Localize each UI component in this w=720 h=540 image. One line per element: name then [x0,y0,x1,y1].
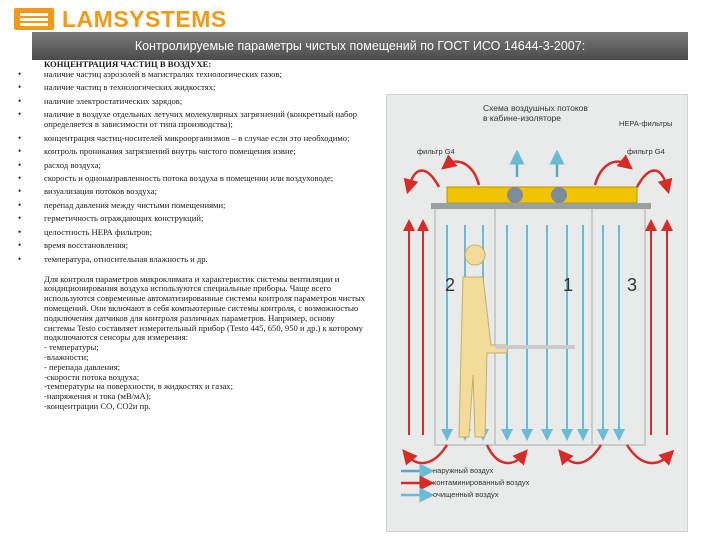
list-item: •визуализация потоков воздуха; [18,186,157,197]
list-item: •наличие частиц в технологических жидкос… [18,82,216,93]
airflow-diagram-graphic [401,149,675,503]
paragraph-line: -скорости потока воздуха; [44,371,140,382]
airflow-diagram: Схема воздушных потоков в кабине-изолято… [386,94,688,532]
list-item: •контроль проникания загрязнений внутрь … [18,146,296,157]
parameters-heading: КОНЦЕНТРАЦИЯ ЧАСТИЦ В ВОЗДУХЕ: [44,59,212,69]
list-item: •целостность НЕРА фильтров; [18,226,152,237]
brand-name: LAMSYSTEMS [62,5,227,32]
legend-outside-air: наружный воздух [433,466,494,475]
monitoring-paragraph: Для контроля параметров микроклимата и х… [18,273,366,412]
paragraph-line: Для контроля параметров микроклимата и х… [44,273,366,343]
list-item: •наличие электростатических зарядов; [18,95,183,106]
zone-number: 3 [627,275,638,295]
legend-clean-air: очищенный воздух [433,490,499,499]
paragraph-line: -температуры на поверхности, в жидкостях… [44,381,233,392]
list-item: •время восстановления; [18,240,129,251]
paragraph-line: -концентрации СО, СО2и пр. [44,401,151,412]
filter-label-right: фильтр G4 [627,147,665,156]
diagram-title: Схема воздушных потоков в кабине-изолято… [483,103,588,123]
brand-logo: LAMSYSTEMS [14,6,227,32]
list-item: •наличие частиц аэрозолей в магистралях … [18,68,282,79]
page-title: Контролируемые параметры чистых помещени… [134,39,586,53]
hepa-label: HEPA-фильтры [619,119,673,128]
parameters-text-column: КОНЦЕНТРАЦИЯ ЧАСТИЦ В ВОЗДУХЕ: •наличие … [18,59,366,412]
filter-label-left: фильтр G4 [417,147,455,156]
parameters-list: КОНЦЕНТРАЦИЯ ЧАСТИЦ В ВОЗДУХЕ: •наличие … [18,59,366,265]
list-item: •концентрация частиц-носителей микроорга… [18,132,350,143]
paragraph-line: -напряжения и тока (мВ/мА); [44,391,151,402]
list-item: •наличие в воздухе отдельных летучих мол… [18,109,357,130]
paragraph-line: -влажности; [44,352,89,363]
list-item: •расход воздуха; [18,159,101,170]
paragraph-line: - температуры; [44,342,99,353]
page-title-bar: Контролируемые параметры чистых помещени… [32,32,688,60]
zone-number: 2 [445,275,456,295]
paragraph-line: - перепада давления; [44,361,121,372]
list-item: •перепад давления между чистыми помещени… [18,199,226,210]
list-item: •температура, относительная влажность и … [18,253,208,264]
list-item: •герметичность ограждающих конструкций; [18,213,204,224]
zone-number: 1 [563,275,574,295]
logo-mark-icon [14,8,54,30]
legend-contaminated-air: контаминированный воздух [433,478,530,487]
list-item: •скорость и однонаправленность потока во… [18,172,334,183]
